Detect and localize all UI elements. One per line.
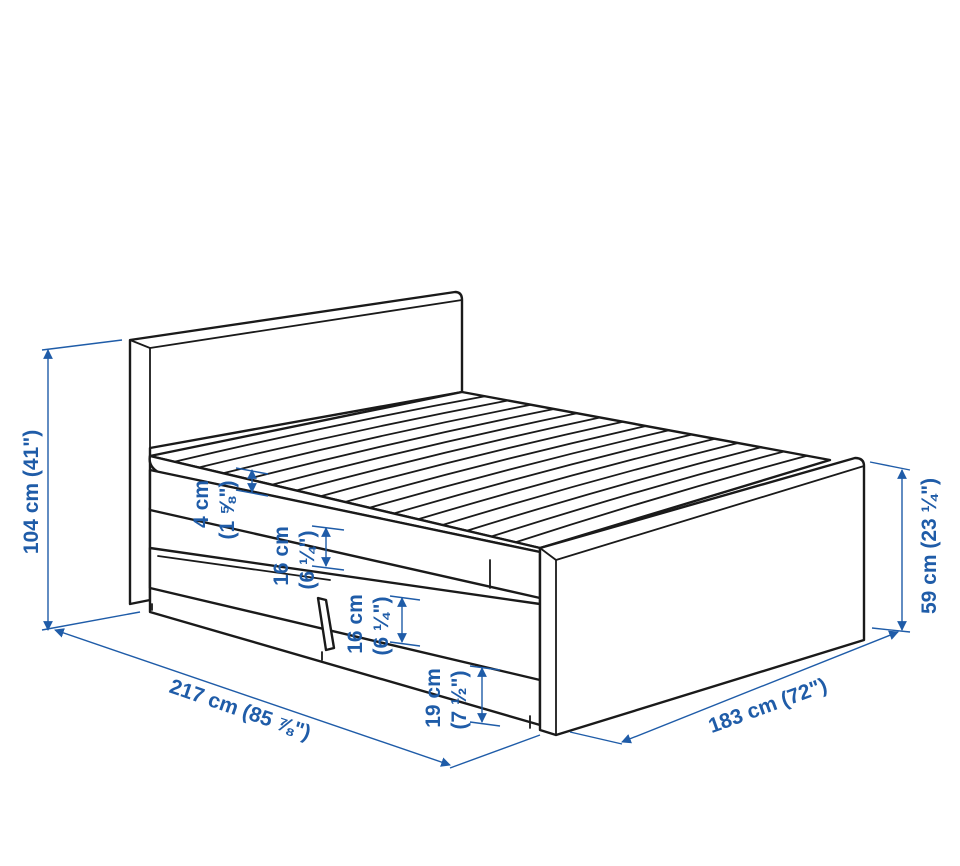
quilting-stripe xyxy=(392,433,693,515)
label-mattress-line1: 16 cm xyxy=(270,526,293,586)
quilting-stripe xyxy=(197,399,509,469)
label-topper-line2: (1 ⅝") xyxy=(216,481,239,540)
label-drawer-line2: (6 ¼") xyxy=(370,597,393,656)
bed-illustration xyxy=(128,290,866,737)
quilting-stripe xyxy=(295,416,601,492)
label-mattress-line2: (6 ¼") xyxy=(296,531,319,590)
quilting-stripe xyxy=(246,408,555,480)
mattress-quilting xyxy=(173,395,808,544)
quilting-stripe xyxy=(173,395,486,463)
quilting-stripe xyxy=(368,429,670,509)
quilting-stripe xyxy=(344,425,647,503)
label-legs-line1: 19 cm xyxy=(422,668,445,728)
label-topper-line1: 4 cm xyxy=(190,480,213,528)
label-legs-line2: (7 ½") xyxy=(448,671,471,730)
quilting-stripe xyxy=(490,450,785,538)
quilting-stripe xyxy=(222,403,532,475)
label-footboard-height: 59 cm (23 ¼") xyxy=(918,478,941,614)
label-total-height: 104 cm (41") xyxy=(20,430,43,554)
dimension-lines xyxy=(41,339,911,769)
quilting-stripe xyxy=(441,442,739,526)
quilting-stripe xyxy=(319,420,624,498)
dim-line-width xyxy=(621,630,899,744)
dim-line-length xyxy=(54,628,451,767)
quilting-stripe xyxy=(417,437,716,521)
quilting-stripe xyxy=(270,412,578,486)
label-length: 217 cm (85 ⅞") xyxy=(167,675,314,745)
quilting-stripe xyxy=(465,446,762,532)
label-drawer-line1: 16 cm xyxy=(344,594,367,654)
quilting-stripe xyxy=(514,454,808,544)
